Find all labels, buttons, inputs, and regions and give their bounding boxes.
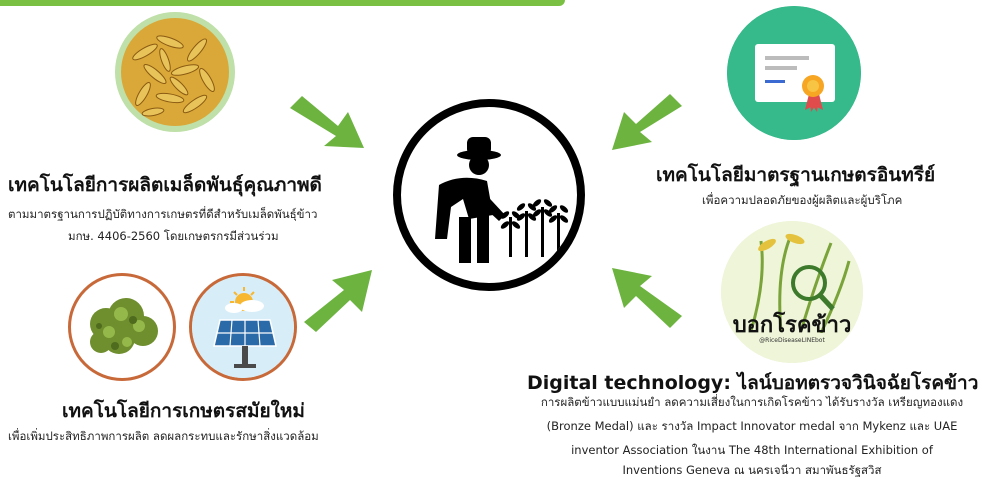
rice-seeds-photo	[115, 12, 235, 132]
digital-tech-desc-3: inventor Association ในงาน The 48th Inte…	[571, 443, 933, 457]
digital-tech-title: Digital technology: ไลน์บอทตรวจวินิจฉัยโ…	[527, 372, 979, 394]
logo-text: บอกโรคข้าว	[732, 313, 852, 338]
arrow-bottom-right-icon	[612, 268, 682, 328]
digital-tech-desc-1: การผลิตข้าวแบบแม่นยำ ลดความเสี่ยงในการเก…	[540, 395, 964, 409]
solar-panel-icon	[189, 273, 297, 381]
seed-tech-desc-1: ตามมาตรฐานการปฏิบัติทางการเกษตรที่ดีสำหร…	[8, 207, 318, 221]
rice-disease-line-bot-logo: บอกโรคข้าว @RiceDiseaseLINEbot	[721, 221, 863, 363]
digital-tech-desc-2: (Bronze Medal) และ รางวัล Impact Innovat…	[546, 419, 958, 433]
arrow-top-left-icon	[290, 96, 364, 148]
logo-handle: @RiceDiseaseLINEbot	[759, 337, 825, 344]
seed-tech-title: เทคโนโลยีการผลิตเมล็ดพันธุ์คุณภาพดี	[8, 174, 322, 196]
arrow-top-right-icon	[612, 94, 682, 150]
organic-fertilizer-photo	[68, 273, 176, 381]
farmer-with-rice-plants-icon	[393, 99, 585, 291]
seed-tech-desc-2: มกษ. 4406-2560 โดยเกษตรกรมีส่วนร่วม	[68, 229, 279, 243]
arrow-bottom-left-icon	[304, 270, 372, 332]
digital-tech-desc-4: Inventions Geneva ณ นครเจนีวา สมาพันธรัฐ…	[622, 463, 882, 477]
organic-standard-title: เทคโนโลยีมาตรฐานเกษตรอินทรีย์	[656, 164, 936, 186]
modern-agri-desc: เพื่อเพิ่มประสิทธิภาพการผลิต ลดผลกระทบแล…	[8, 429, 319, 443]
top-accent-bar	[0, 0, 565, 6]
modern-agri-title: เทคโนโลยีการเกษตรสมัยใหม่	[62, 400, 305, 422]
certificate-icon	[727, 6, 861, 140]
organic-standard-desc: เพื่อความปลอดภัยของผู้ผลิตและผู้บริโภค	[702, 193, 903, 207]
